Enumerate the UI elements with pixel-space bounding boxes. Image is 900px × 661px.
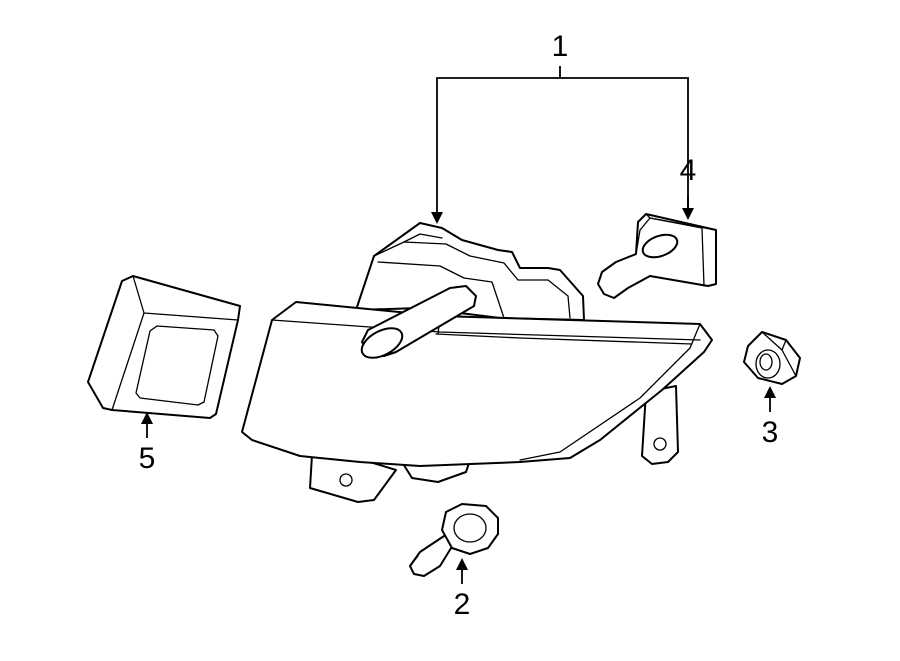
mount-hole	[339, 473, 353, 487]
callout-5-arrow	[141, 412, 153, 424]
callout-5-label: 5	[139, 442, 156, 475]
part-bezel	[87, 275, 241, 419]
callout-3-arrow	[764, 386, 776, 398]
part-bulb	[597, 213, 717, 299]
callout-1-arrow-left	[431, 212, 443, 224]
part-nut	[743, 331, 801, 385]
callout-3-label: 3	[762, 416, 779, 449]
part-fog-lamp-assembly	[241, 222, 713, 503]
callout-4-label: 4	[680, 154, 697, 187]
lamp-body	[241, 301, 713, 467]
callout-2-label: 2	[454, 588, 471, 621]
callout-2-arrow	[456, 558, 468, 570]
callout-1-label: 1	[552, 30, 569, 63]
leader-lines	[141, 66, 776, 584]
right-mount-hole	[653, 437, 667, 451]
part-bolt	[409, 503, 499, 577]
callout-1-bracket	[436, 77, 689, 212]
callout-1-arrow-right	[682, 208, 694, 220]
right-mount-tab	[641, 385, 679, 465]
